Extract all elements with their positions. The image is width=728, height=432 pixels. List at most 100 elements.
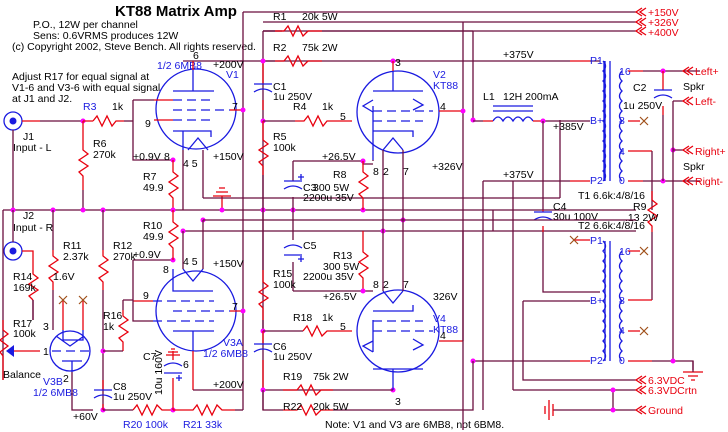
tube-v3b: 3 1 2 V3B 1/2 6MB8 — [33, 321, 91, 399]
svg-text:270k: 270k — [93, 149, 117, 161]
resistor-r20: R20 100k — [103, 403, 173, 431]
svg-text:1u 250V: 1u 250V — [113, 391, 152, 403]
bottom-note: Note: V1 and V3 are 6MB8, not 6BM8. — [325, 419, 504, 431]
svg-text:R10: R10 — [143, 220, 162, 232]
connector-ground[interactable]: Ground — [634, 405, 683, 417]
svg-text:10u 160V: 10u 160V — [153, 350, 165, 395]
connector-left-minus[interactable]: Left- — [681, 96, 717, 108]
svg-text:+375V: +375V — [503, 49, 534, 61]
svg-text:C8: C8 — [113, 381, 127, 393]
input-jack-j2[interactable]: J2 Input - R — [3, 210, 54, 261]
svg-text:6.6k:4/8/16: 6.6k:4/8/16 — [593, 190, 645, 202]
svg-text:6.3VDCrtn: 6.3VDCrtn — [648, 385, 697, 397]
svg-text:+60V: +60V — [73, 411, 98, 423]
capacitor-c4: C4 30u 100V — [533, 121, 600, 293]
svg-text:V4: V4 — [433, 313, 446, 325]
spkr-left-label: Spkr — [683, 81, 705, 93]
svg-text:3: 3 — [395, 57, 401, 69]
svg-text:6: 6 — [183, 359, 189, 371]
svg-text:R12: R12 — [113, 240, 132, 252]
svg-text:1k: 1k — [103, 321, 115, 333]
svg-text:1u 250V: 1u 250V — [273, 351, 312, 363]
svg-text:5: 5 — [340, 111, 346, 123]
resistor-r7: R7 49.9 — [143, 160, 180, 210]
resistor-r18: R18 1k 5 — [263, 312, 352, 338]
svg-text:4: 4 — [440, 101, 446, 113]
tube-v1: 1/2 6MB8 V1 6 7 9 +200V +150V 4 5 — [145, 50, 244, 170]
capacitor-c8: C8 1u 250V — [93, 380, 152, 410]
resistor-r5: R5 100k — [257, 121, 297, 210]
resistor-r16: R16 1k — [103, 299, 133, 352]
connector-150v[interactable]: +150V — [634, 7, 679, 19]
svg-text:R5: R5 — [273, 131, 287, 143]
svg-text:Ground: Ground — [648, 405, 683, 417]
svg-text:8: 8 — [373, 279, 379, 291]
connector-400v[interactable]: +400V — [634, 26, 679, 39]
connector-6v3dc[interactable]: 6.3VDC — [634, 375, 685, 387]
svg-text:C2: C2 — [633, 82, 647, 94]
svg-text:V3A: V3A — [223, 337, 243, 349]
svg-text:B+: B+ — [590, 115, 603, 127]
tube-v3a: 8 9 7 V3A 1/2 6MB8 4 5 +150V — [143, 256, 248, 360]
svg-text:270k: 270k — [113, 251, 137, 263]
svg-text:R6: R6 — [93, 138, 107, 150]
svg-text:75k 2W: 75k 2W — [313, 371, 349, 383]
svg-text:C7: C7 — [143, 351, 157, 363]
svg-text:9: 9 — [143, 290, 149, 302]
connector-right-plus[interactable]: Right+ — [681, 145, 726, 158]
svg-text:R20 100k: R20 100k — [123, 419, 169, 431]
svg-text:R3: R3 — [83, 101, 97, 113]
svg-text:+200V: +200V — [213, 379, 244, 391]
svg-text:C3: C3 — [303, 182, 317, 194]
svg-text:6.6k:4/8/16: 6.6k:4/8/16 — [593, 220, 645, 232]
svg-text:Left+: Left+ — [695, 66, 719, 78]
svg-text:16: 16 — [619, 246, 631, 258]
svg-text:C5: C5 — [303, 240, 317, 252]
svg-text:R14: R14 — [13, 271, 32, 283]
svg-text:8: 8 — [164, 151, 170, 163]
svg-text:+326V: +326V — [432, 161, 463, 173]
svg-text:P1: P1 — [590, 235, 603, 247]
svg-text:+385V: +385V — [553, 121, 584, 133]
connector-326v[interactable]: +326V — [634, 17, 679, 29]
svg-text:6: 6 — [193, 50, 199, 62]
svg-text:326V: 326V — [433, 291, 458, 303]
svg-text:1/2 6MB8: 1/2 6MB8 — [33, 387, 78, 399]
svg-text:R16: R16 — [103, 310, 122, 322]
svg-text:1: 1 — [43, 346, 49, 358]
sensitivity-note: Sens: 0.6VRMS produces 12W — [33, 30, 178, 42]
svg-text:4: 4 — [619, 146, 625, 158]
connector-6v3dc-return[interactable]: 6.3VDCrtn — [634, 385, 697, 397]
svg-text:0: 0 — [619, 355, 625, 367]
svg-text:1k: 1k — [112, 101, 124, 113]
svg-text:Input - R: Input - R — [13, 222, 54, 234]
svg-text:C1: C1 — [273, 81, 287, 93]
svg-text:100k: 100k — [273, 279, 297, 291]
svg-text:49.9: 49.9 — [143, 182, 164, 194]
r8-value: 300 5W — [313, 182, 349, 194]
choke-l1: L1 12H 200mA — [483, 91, 558, 123]
svg-text:7: 7 — [403, 166, 409, 178]
svg-text:R13: R13 — [333, 250, 352, 262]
connector-left-plus[interactable]: Left+ — [681, 66, 719, 78]
svg-text:+200V: +200V — [213, 59, 244, 71]
svg-text:2200u 35V: 2200u 35V — [303, 271, 354, 283]
svg-text:1u 250V: 1u 250V — [273, 91, 312, 103]
svg-text:R8: R8 — [333, 169, 347, 181]
svg-text:4: 4 — [440, 330, 446, 342]
svg-text:P2: P2 — [590, 175, 603, 187]
input-jack-j1[interactable]: J1 Input - L — [3, 111, 52, 154]
ground-symbol — [213, 187, 231, 210]
capacitor-c3: C3 2200u 35V — [283, 161, 354, 210]
svg-text:3: 3 — [43, 321, 49, 333]
resistor-r4: R4 1k 5 — [263, 101, 352, 128]
connector-right-minus[interactable]: Right- — [681, 176, 724, 188]
potentiometer-r17[interactable]: R17 100k Balance — [0, 300, 41, 381]
capacitor-c2: C2 1u 250V — [623, 71, 673, 181]
svg-text:+0.9V: +0.9V — [133, 249, 161, 261]
svg-text:1u 250V: 1u 250V — [623, 100, 662, 112]
svg-text:12H 200mA: 12H 200mA — [503, 91, 558, 103]
resistor-r19: R19 75k 2W — [283, 371, 349, 397]
adjust-note-1: Adjust R17 for equal signal at — [12, 71, 149, 83]
svg-text:2200u 35V: 2200u 35V — [303, 192, 354, 204]
